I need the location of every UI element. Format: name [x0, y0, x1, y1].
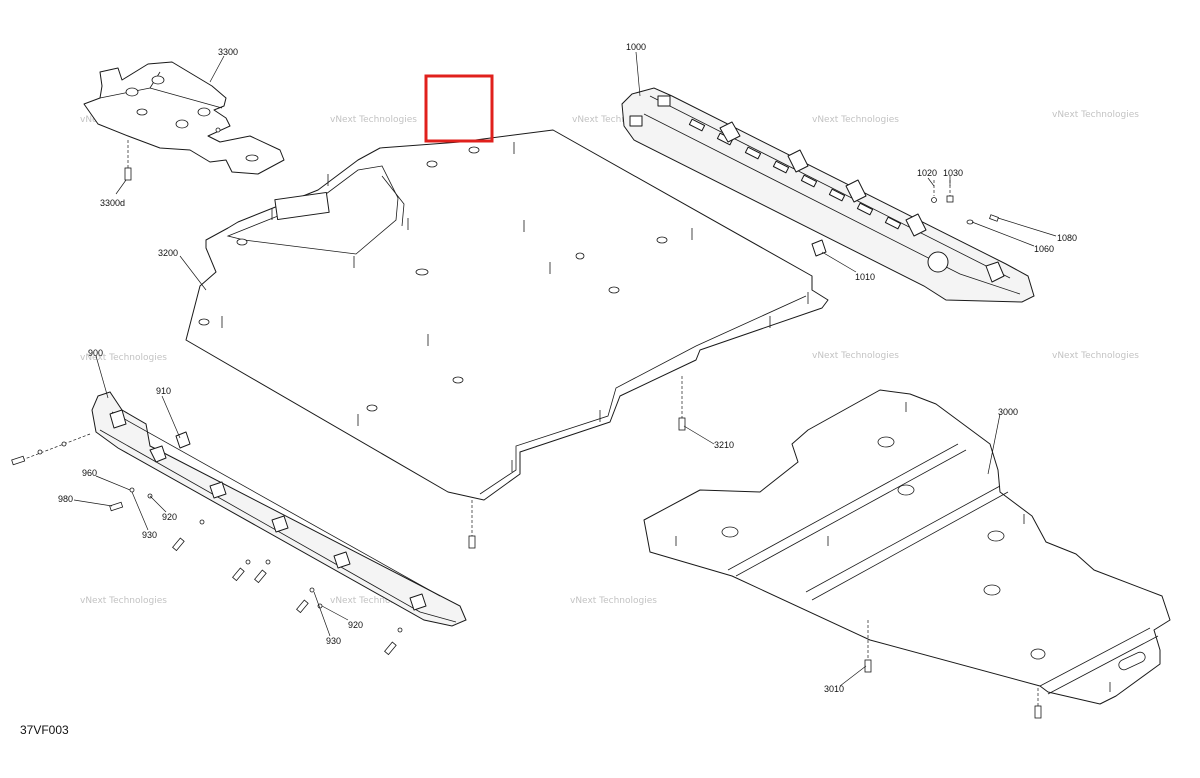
callout-1000: 1000 [626, 42, 646, 52]
bolt-3210[interactable] [678, 376, 686, 431]
callout-1030: 1030 [943, 168, 963, 178]
bolt-3000-rear[interactable] [1034, 688, 1042, 719]
watermark: vNext Technologies [80, 596, 167, 606]
callout-1020: 1020 [917, 168, 937, 178]
part-1000-rear-rail[interactable] [621, 87, 1035, 303]
watermark: vNext Technologies [812, 351, 899, 361]
highlight-box [424, 74, 494, 143]
callout-labels: 3300 3300d 1000 1020 1030 1080 1060 1010… [58, 42, 1077, 694]
callout-3300d: 3300d [100, 198, 125, 208]
watermark: vNext Technologies [572, 115, 659, 125]
callout-920: 920 [162, 512, 177, 522]
callout-1060: 1060 [1034, 244, 1054, 254]
part-900-front-rail[interactable] [91, 391, 467, 627]
watermark: vNext Technologies [330, 115, 417, 125]
callout-1080: 1080 [1057, 233, 1077, 243]
watermark: vNext Technologies [1052, 110, 1139, 120]
part-3000-skid-plate[interactable] [643, 389, 1171, 705]
leader-lines [73, 51, 1057, 687]
callout-1010: 1010 [855, 272, 875, 282]
callout-3300: 3300 [218, 47, 238, 57]
callout-3010: 3010 [824, 684, 844, 694]
watermark: vNext Technologies [570, 596, 657, 606]
rail-slots [688, 118, 902, 230]
part-1010-clip[interactable] [811, 239, 827, 257]
callout-920: 920 [348, 620, 363, 630]
callout-980: 980 [58, 494, 73, 504]
part-3200-floor-panel[interactable] [185, 129, 829, 501]
callout-930: 930 [142, 530, 157, 540]
watermark: vNext Technologies [80, 353, 167, 363]
watermark: vNext Technologies [330, 596, 417, 606]
bolt-3010[interactable] [864, 620, 872, 673]
bolt-3300d[interactable] [124, 140, 132, 181]
callout-3000: 3000 [998, 407, 1018, 417]
washer-1060[interactable] [966, 219, 974, 225]
figure-code: 37VF003 [20, 723, 69, 737]
callout-3200: 3200 [158, 248, 178, 258]
bolt-3200-front[interactable] [468, 500, 476, 549]
callout-960: 960 [82, 468, 97, 478]
screw-1020[interactable] [931, 180, 937, 203]
part-3300-bracket[interactable] [83, 61, 285, 175]
screw-1080[interactable] [989, 214, 999, 222]
callout-900: 900 [88, 348, 103, 358]
callout-910: 910 [156, 386, 171, 396]
callout-3210: 3210 [714, 440, 734, 450]
watermark: vNext Technologies [812, 115, 899, 125]
watermark: vNext Technologies [1052, 351, 1139, 361]
callout-930: 930 [326, 636, 341, 646]
fastener-set-900[interactable] [11, 433, 403, 656]
